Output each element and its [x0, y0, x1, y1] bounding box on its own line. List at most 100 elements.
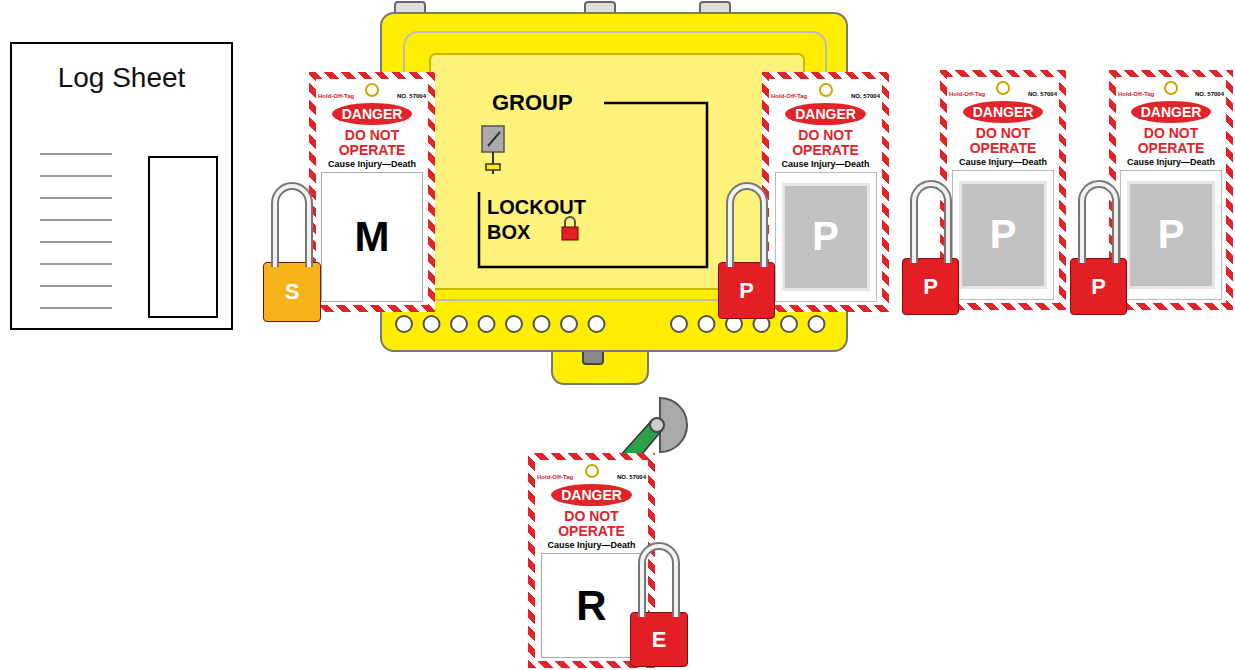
lock-shackle — [721, 181, 773, 267]
tag-number: NO. 57004 — [397, 93, 426, 99]
shackle-outer — [730, 186, 764, 267]
cause-text: Cause Injury—Death — [547, 540, 635, 550]
tag-letter: P — [990, 212, 1017, 257]
danger-tag: Hold-Off-Tag NO. 57004DANGER DO NOT OPERAT… — [762, 72, 889, 312]
danger-oval: DANGER — [551, 484, 632, 506]
shackle-inner — [642, 546, 676, 617]
tag-small-text: Hold-Off-Tag — [318, 93, 354, 99]
lock-shackle — [266, 181, 318, 267]
letter-square: M — [321, 172, 423, 302]
lock-letter: P — [739, 278, 754, 304]
shackle-outer — [275, 186, 309, 267]
log-line — [40, 197, 112, 198]
shackle-inner — [730, 186, 764, 267]
shackle-inner — [275, 186, 309, 267]
padlock: S — [263, 262, 321, 322]
tag-grommet — [819, 83, 833, 97]
box-hole — [506, 316, 522, 332]
letter-square: P — [1120, 170, 1222, 300]
cause-text: Cause Injury—Death — [1127, 157, 1215, 167]
log-line — [40, 307, 112, 308]
danger-tag: Hold-Off-Tag NO. 57004DANGER DO NOT OPERAT… — [309, 72, 435, 312]
tag-number: NO. 57004 — [617, 474, 646, 480]
log-line — [40, 175, 112, 176]
tag-header: Hold-Off-Tag NO. 57004 — [535, 474, 648, 480]
tag-small-text: Hold-Off-Tag — [771, 93, 807, 99]
tag-grommet — [365, 83, 379, 97]
shackle-outer — [642, 546, 676, 617]
do-not-operate: DO NOT OPERATE — [955, 126, 1051, 156]
cause-text: Cause Injury—Death — [781, 159, 869, 169]
shackle-outer — [914, 184, 948, 263]
lock-shackle — [633, 541, 685, 617]
lock-shackle — [905, 179, 957, 263]
letter-square: P — [775, 172, 877, 302]
padlock: P — [1070, 258, 1127, 315]
shackle-inner — [1082, 184, 1116, 263]
tag-letter: R — [576, 582, 606, 630]
mini-lock — [562, 227, 578, 240]
tag-number: NO. 57004 — [851, 93, 880, 99]
tag-grommet — [1164, 81, 1178, 95]
padlock: P — [718, 262, 775, 319]
do-not-operate: DO NOT OPERATE — [544, 509, 640, 539]
mini-shackle — [565, 217, 575, 228]
tag-number: NO. 57004 — [1195, 91, 1224, 97]
log-title: Log Sheet — [12, 62, 231, 94]
padlock: E — [630, 612, 688, 667]
danger-oval: DANGER — [1131, 101, 1212, 123]
lock-letter: E — [652, 627, 667, 653]
tag-letter: P — [812, 214, 839, 259]
do-not-operate: DO NOT OPERATE — [1123, 126, 1219, 156]
danger-oval: DANGER — [963, 101, 1044, 123]
do-not-operate: DO NOT OPERATE — [324, 128, 420, 158]
padlock: P — [902, 258, 959, 315]
tag-header: Hold-Off-Tag NO. 57004 — [769, 93, 882, 99]
group-label: GROUP — [490, 90, 575, 116]
bracket-line — [479, 103, 707, 267]
box-hole — [396, 316, 412, 332]
letter-square-inner: P — [1127, 181, 1215, 289]
log-sheet: Log Sheet — [10, 42, 233, 330]
box-hole — [809, 316, 825, 332]
box-hole — [534, 316, 550, 332]
lockout-box-label: LOCKOUT BOX — [487, 195, 587, 245]
box-hole — [424, 316, 440, 332]
key-knob — [486, 164, 500, 170]
letter-square: P — [952, 170, 1054, 300]
tag-small-text: Hold-Off-Tag — [537, 474, 573, 480]
tag-grommet — [585, 464, 599, 478]
lock-shackle — [1073, 179, 1125, 263]
cause-text: Cause Injury—Death — [959, 157, 1047, 167]
log-line — [40, 285, 112, 286]
box-hole — [451, 316, 467, 332]
tag-header: Hold-Off-Tag NO. 57004 — [947, 91, 1059, 97]
box-hole — [561, 316, 577, 332]
box-hole — [699, 316, 715, 332]
log-line — [40, 241, 112, 242]
danger-tag: Hold-Off-Tag NO. 57004DANGER DO NOT OPERAT… — [1109, 70, 1233, 310]
danger-oval: DANGER — [785, 103, 866, 125]
tag-number: NO. 57004 — [1028, 91, 1057, 97]
box-hole — [479, 316, 495, 332]
cause-text: Cause Injury—Death — [328, 159, 416, 169]
box-hole — [589, 316, 605, 332]
letter-square: R — [541, 553, 643, 658]
box-window — [430, 54, 804, 289]
lock-letter: P — [923, 274, 938, 300]
letter-square-inner: P — [782, 183, 870, 291]
do-not-operate: DO NOT OPERATE — [778, 128, 874, 158]
log-line — [40, 263, 112, 264]
tag-small-text: Hold-Off-Tag — [949, 91, 985, 97]
tag-grommet — [996, 81, 1010, 95]
log-line — [40, 153, 112, 154]
shackle-inner — [914, 184, 948, 263]
danger-oval: DANGER — [332, 103, 413, 125]
tag-header: Hold-Off-Tag NO. 57004 — [1116, 91, 1226, 97]
box-hole — [781, 316, 797, 332]
tag-letter: M — [355, 213, 390, 261]
tag-letter: P — [1158, 212, 1185, 257]
lock-letter: P — [1091, 274, 1106, 300]
tag-small-text: Hold-Off-Tag — [1118, 91, 1154, 97]
box-hole — [671, 316, 687, 332]
